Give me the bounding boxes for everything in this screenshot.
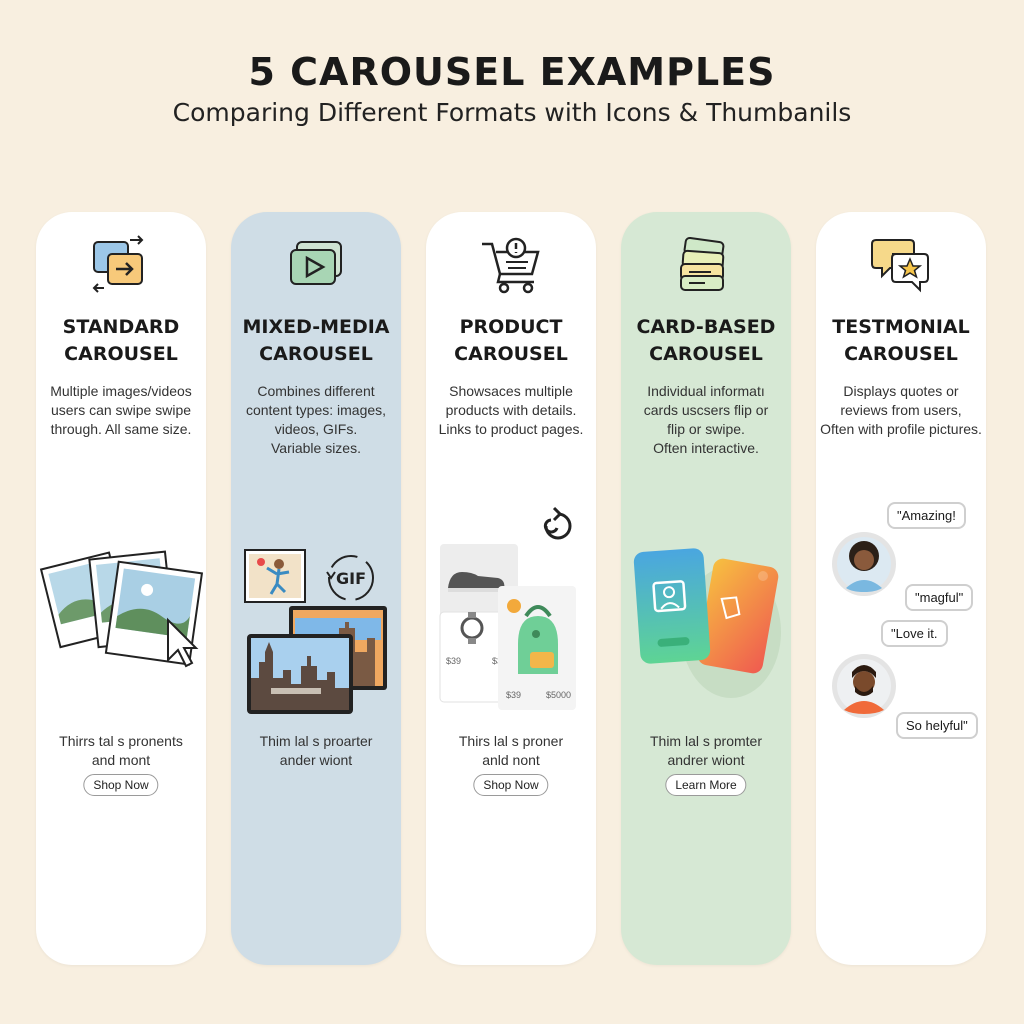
refresh-icon <box>543 506 572 540</box>
learn-more-button[interactable]: Learn More <box>665 774 747 796</box>
svg-text:GIF: GIF <box>336 569 366 588</box>
swap-arrows-icon <box>92 235 144 293</box>
flip-cards-illustration <box>633 548 781 698</box>
quote-bubble: So helyful" <box>896 712 978 739</box>
avatar-illustration <box>832 532 896 718</box>
shop-now-button[interactable]: Shop Now <box>473 774 549 796</box>
quote-bubble: "Love it. <box>881 620 948 647</box>
avatar <box>832 532 896 596</box>
product-grid-illustration: $39 $3000 $39 $5000 <box>439 506 576 710</box>
play-video-icon <box>290 241 342 285</box>
svg-text:$39: $39 <box>446 656 461 666</box>
page-title: 5 CAROUSEL EXAMPLES <box>248 50 776 94</box>
photo-stack-illustration <box>39 550 204 668</box>
avatar <box>832 654 896 718</box>
stacked-cards-icon <box>680 236 725 291</box>
mixed-media-illustration: GIF <box>244 549 387 714</box>
shopping-cart-icon <box>482 237 540 294</box>
svg-text:$5000: $5000 <box>546 690 571 700</box>
shop-now-button[interactable]: Shop Now <box>83 774 159 796</box>
quote-bubble: "magful" <box>905 584 974 611</box>
cursor-icon <box>167 617 199 668</box>
page-subtitle: Comparing Different Formats with Icons &… <box>172 98 852 127</box>
svg-text:$39: $39 <box>506 690 521 700</box>
quote-bubble: "Amazing! <box>887 502 966 529</box>
quote-star-icon <box>871 239 929 293</box>
